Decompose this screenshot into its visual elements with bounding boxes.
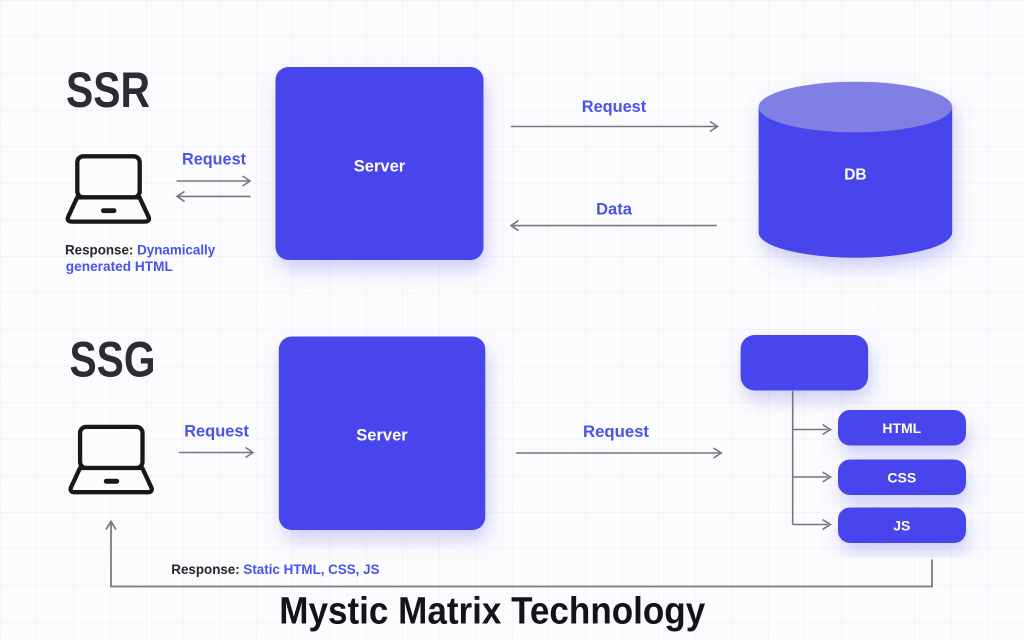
svg-text:CSS: CSS [887,470,916,486]
svg-text:Response: Static HTML, CSS, JS: Response: Static HTML, CSS, JS [171,561,379,577]
svg-text:Request: Request [184,423,249,441]
svg-text:JS: JS [893,518,910,534]
svg-text:Data: Data [596,201,633,219]
svg-text:Response: Dynamically: Response: Dynamically [65,242,215,258]
svg-text:SSR: SSR [66,62,150,118]
svg-text:Request: Request [583,423,650,441]
svg-text:DB: DB [844,167,866,184]
svg-text:generated HTML: generated HTML [66,258,173,274]
svg-text:Mystic Matrix Technology: Mystic Matrix Technology [279,591,705,633]
svg-text:SSG: SSG [70,331,156,387]
svg-text:Request: Request [582,98,647,116]
svg-text:Server: Server [354,158,406,176]
svg-text:Server: Server [356,427,408,445]
svg-text:Request: Request [182,151,246,169]
svg-text:HTML: HTML [882,420,921,436]
